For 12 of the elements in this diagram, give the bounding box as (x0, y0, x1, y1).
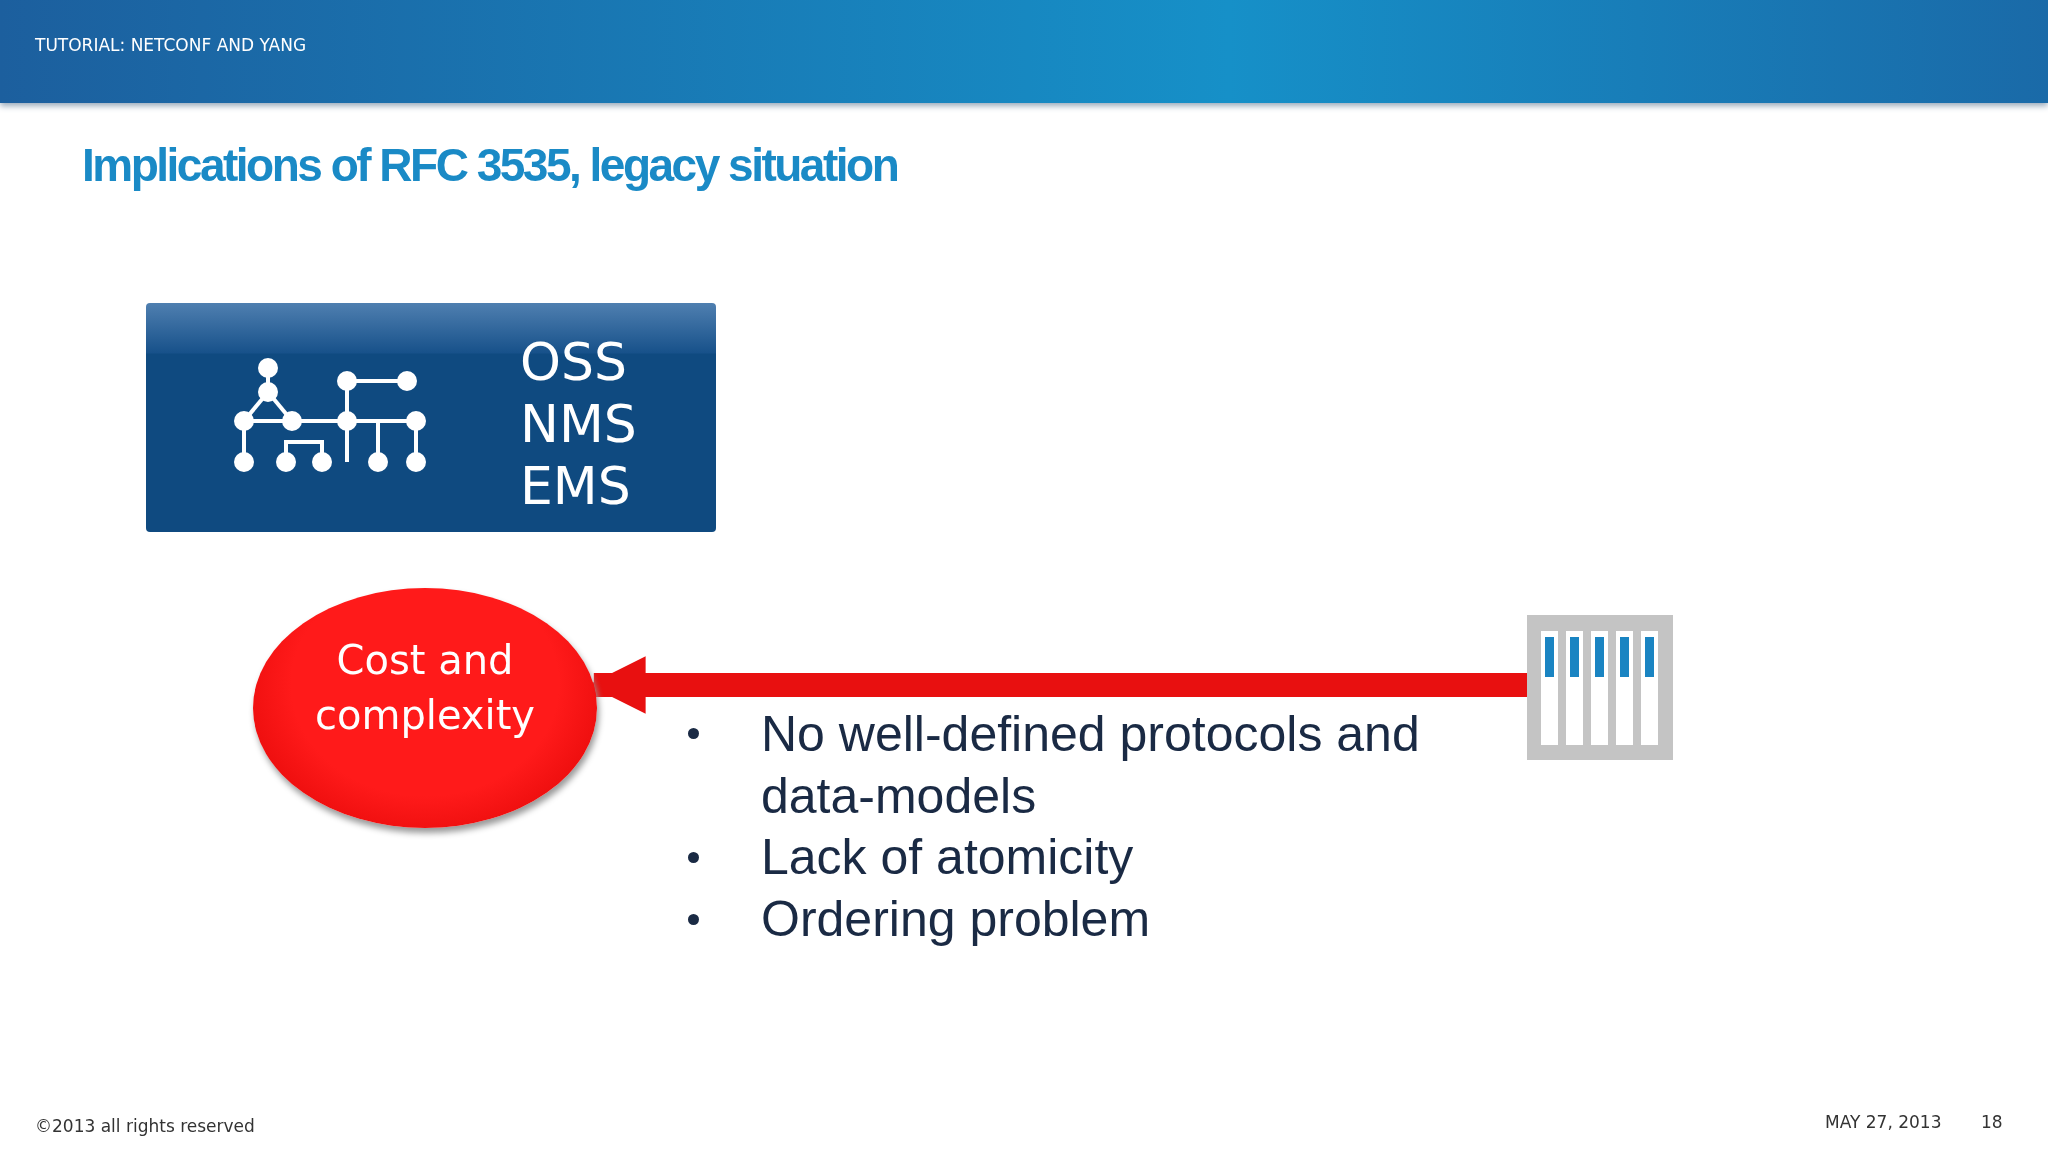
node-label: Cost and complexity (314, 636, 536, 740)
page-number: 18 (1981, 1112, 2003, 1132)
bullet-text: Lack of atomicity (761, 828, 1134, 887)
slide-title: Implications of RFC 3535, legacy situation (82, 138, 898, 192)
footer-text: ©2013 all rights reserved (35, 1116, 255, 1136)
device-icon (1527, 615, 1673, 760)
header-text: TUTORIAL: NETCONF AND YANG (35, 35, 307, 55)
system-panel (146, 303, 716, 532)
date-text: MAY 27, 2013 (1825, 1112, 1942, 1132)
panel-label: OSS NMS EMS (520, 331, 638, 517)
bullet-text: Ordering problem (761, 890, 1151, 949)
bullet-text: No well-defined protocols and data-models (761, 705, 1421, 826)
